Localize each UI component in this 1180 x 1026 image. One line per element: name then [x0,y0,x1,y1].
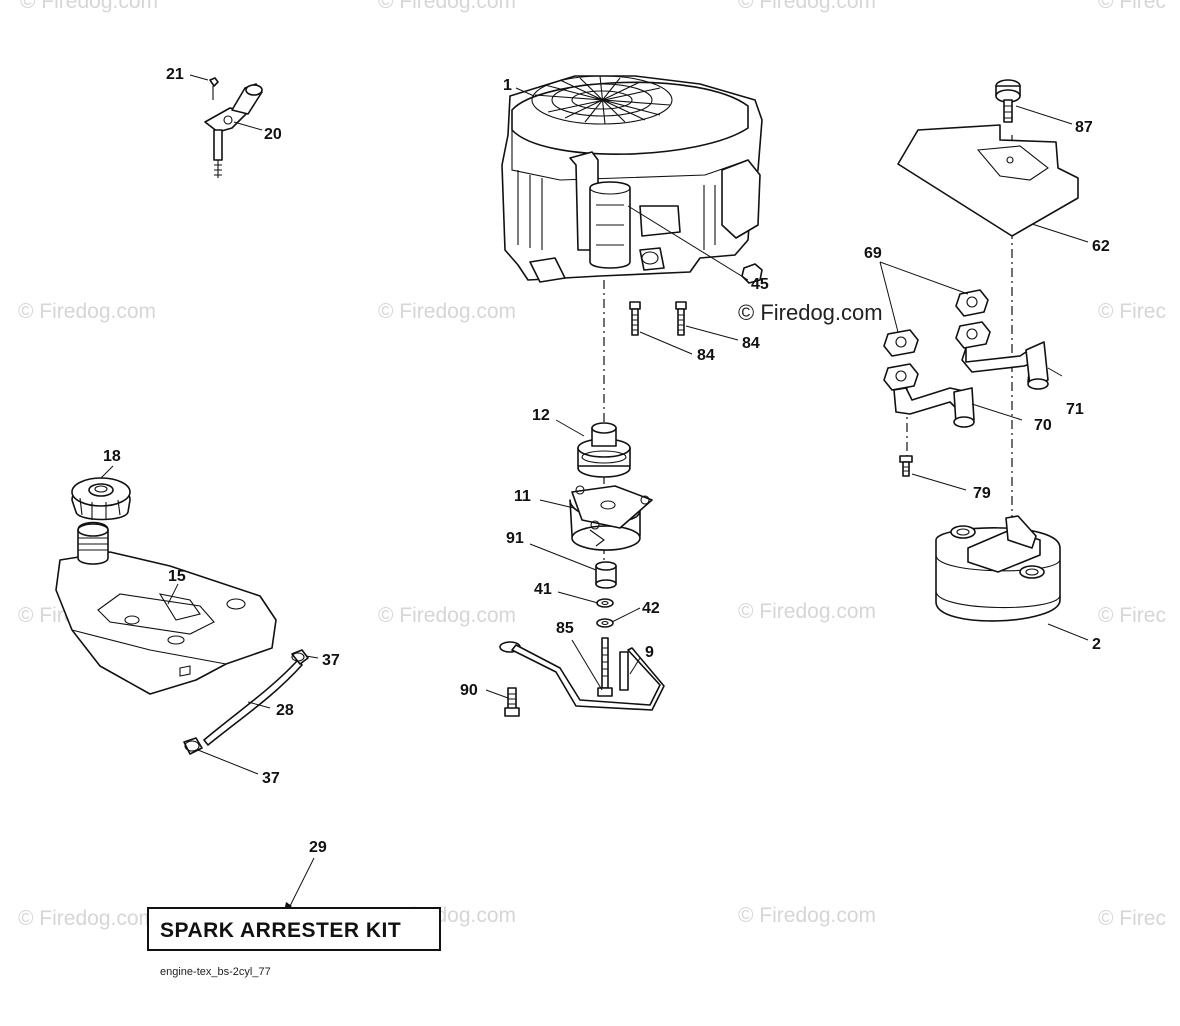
pto-clutch-part [569,485,653,551]
callout-69: 69 [864,245,882,262]
callout-29: 29 [309,839,327,856]
callout-28: 28 [276,702,294,719]
center-watermark: © Firedog.com [738,300,883,325]
watermark: © Firedog.com [378,300,516,323]
exhaust-bolt-part [899,455,913,477]
callout-91: 91 [506,530,524,547]
lock-washer-part [596,618,614,628]
watermark: © Firedog.com [738,600,876,623]
washer-part [596,598,614,608]
callout-9: 9 [645,644,654,661]
callout-11: 11 [514,488,531,505]
callout-87: 87 [1075,119,1093,136]
callout-12: 12 [532,407,550,424]
muffler-part [935,515,1061,622]
watermark: © Firedog.com [18,300,156,323]
callout-42: 42 [642,600,660,617]
callout-21: 21 [166,66,184,83]
callout-18: 18 [103,448,121,465]
watermark: © Firec [1098,300,1166,323]
callout-45: 45 [751,276,769,293]
callout-85: 85 [556,620,574,637]
callout-84: 84 [742,335,760,352]
throttle-bracket-part [204,77,263,178]
callout-84: 84 [697,347,715,364]
pulley-part [577,422,631,478]
callout-41: 41 [534,581,552,598]
engine-bolt-parts [629,301,687,336]
callout-37: 37 [322,652,340,669]
exhaust-pipe-left-part [883,363,975,428]
watermark: © Firedog.com [20,0,158,13]
exhaust-gasket-parts [883,289,989,357]
callout-70: 70 [1034,417,1052,434]
callout-20: 20 [264,126,282,143]
lock-washer-hole [601,620,609,626]
fuel-tank-part [55,521,277,695]
callout-79: 79 [973,485,991,502]
clutch-bolt-part [597,637,613,697]
heat-shield-part [897,124,1079,237]
callout-2: 2 [1092,636,1101,653]
callout-15: 15 [168,568,186,585]
watermark: © Firedog.com [378,0,516,13]
callouts: 21 20 1 45 84 84 87 62 69 71 70 79 2 12 … [103,66,1110,856]
watermark: © Firedog.com [738,904,876,927]
spacer-part [595,561,617,589]
fuel-line-part [183,649,309,755]
spark-arrester-kit-box: SPARK ARRESTER KIT [147,907,441,951]
watermark: © Firec [1098,0,1166,13]
watermark: © Firedog.com [378,604,516,627]
washer-hole [601,600,609,606]
callout-71: 71 [1066,401,1084,418]
callout-90: 90 [460,682,478,699]
diagram-caption: engine-tex_bs-2cyl_77 [160,966,271,978]
watermark: © Firedog.com [738,0,876,13]
callout-1: 1 [503,77,512,94]
watermark: © Firec [1098,604,1166,627]
exhaust-pipe-right-part [955,321,1049,390]
bracket-bolt-part [504,687,520,717]
spark-arrester-kit-label: SPARK ARRESTER KIT [160,919,401,942]
callout-62: 62 [1092,238,1110,255]
heat-shield-knob-part [995,79,1021,123]
leader-lines [100,74,1089,912]
callout-37: 37 [262,770,280,787]
watermark: © Firec [1098,907,1166,930]
watermark: © Firedog.com [18,907,156,930]
clutch-bracket-part [499,641,665,711]
engine-part [501,75,763,283]
fuel-cap-part [71,477,131,521]
